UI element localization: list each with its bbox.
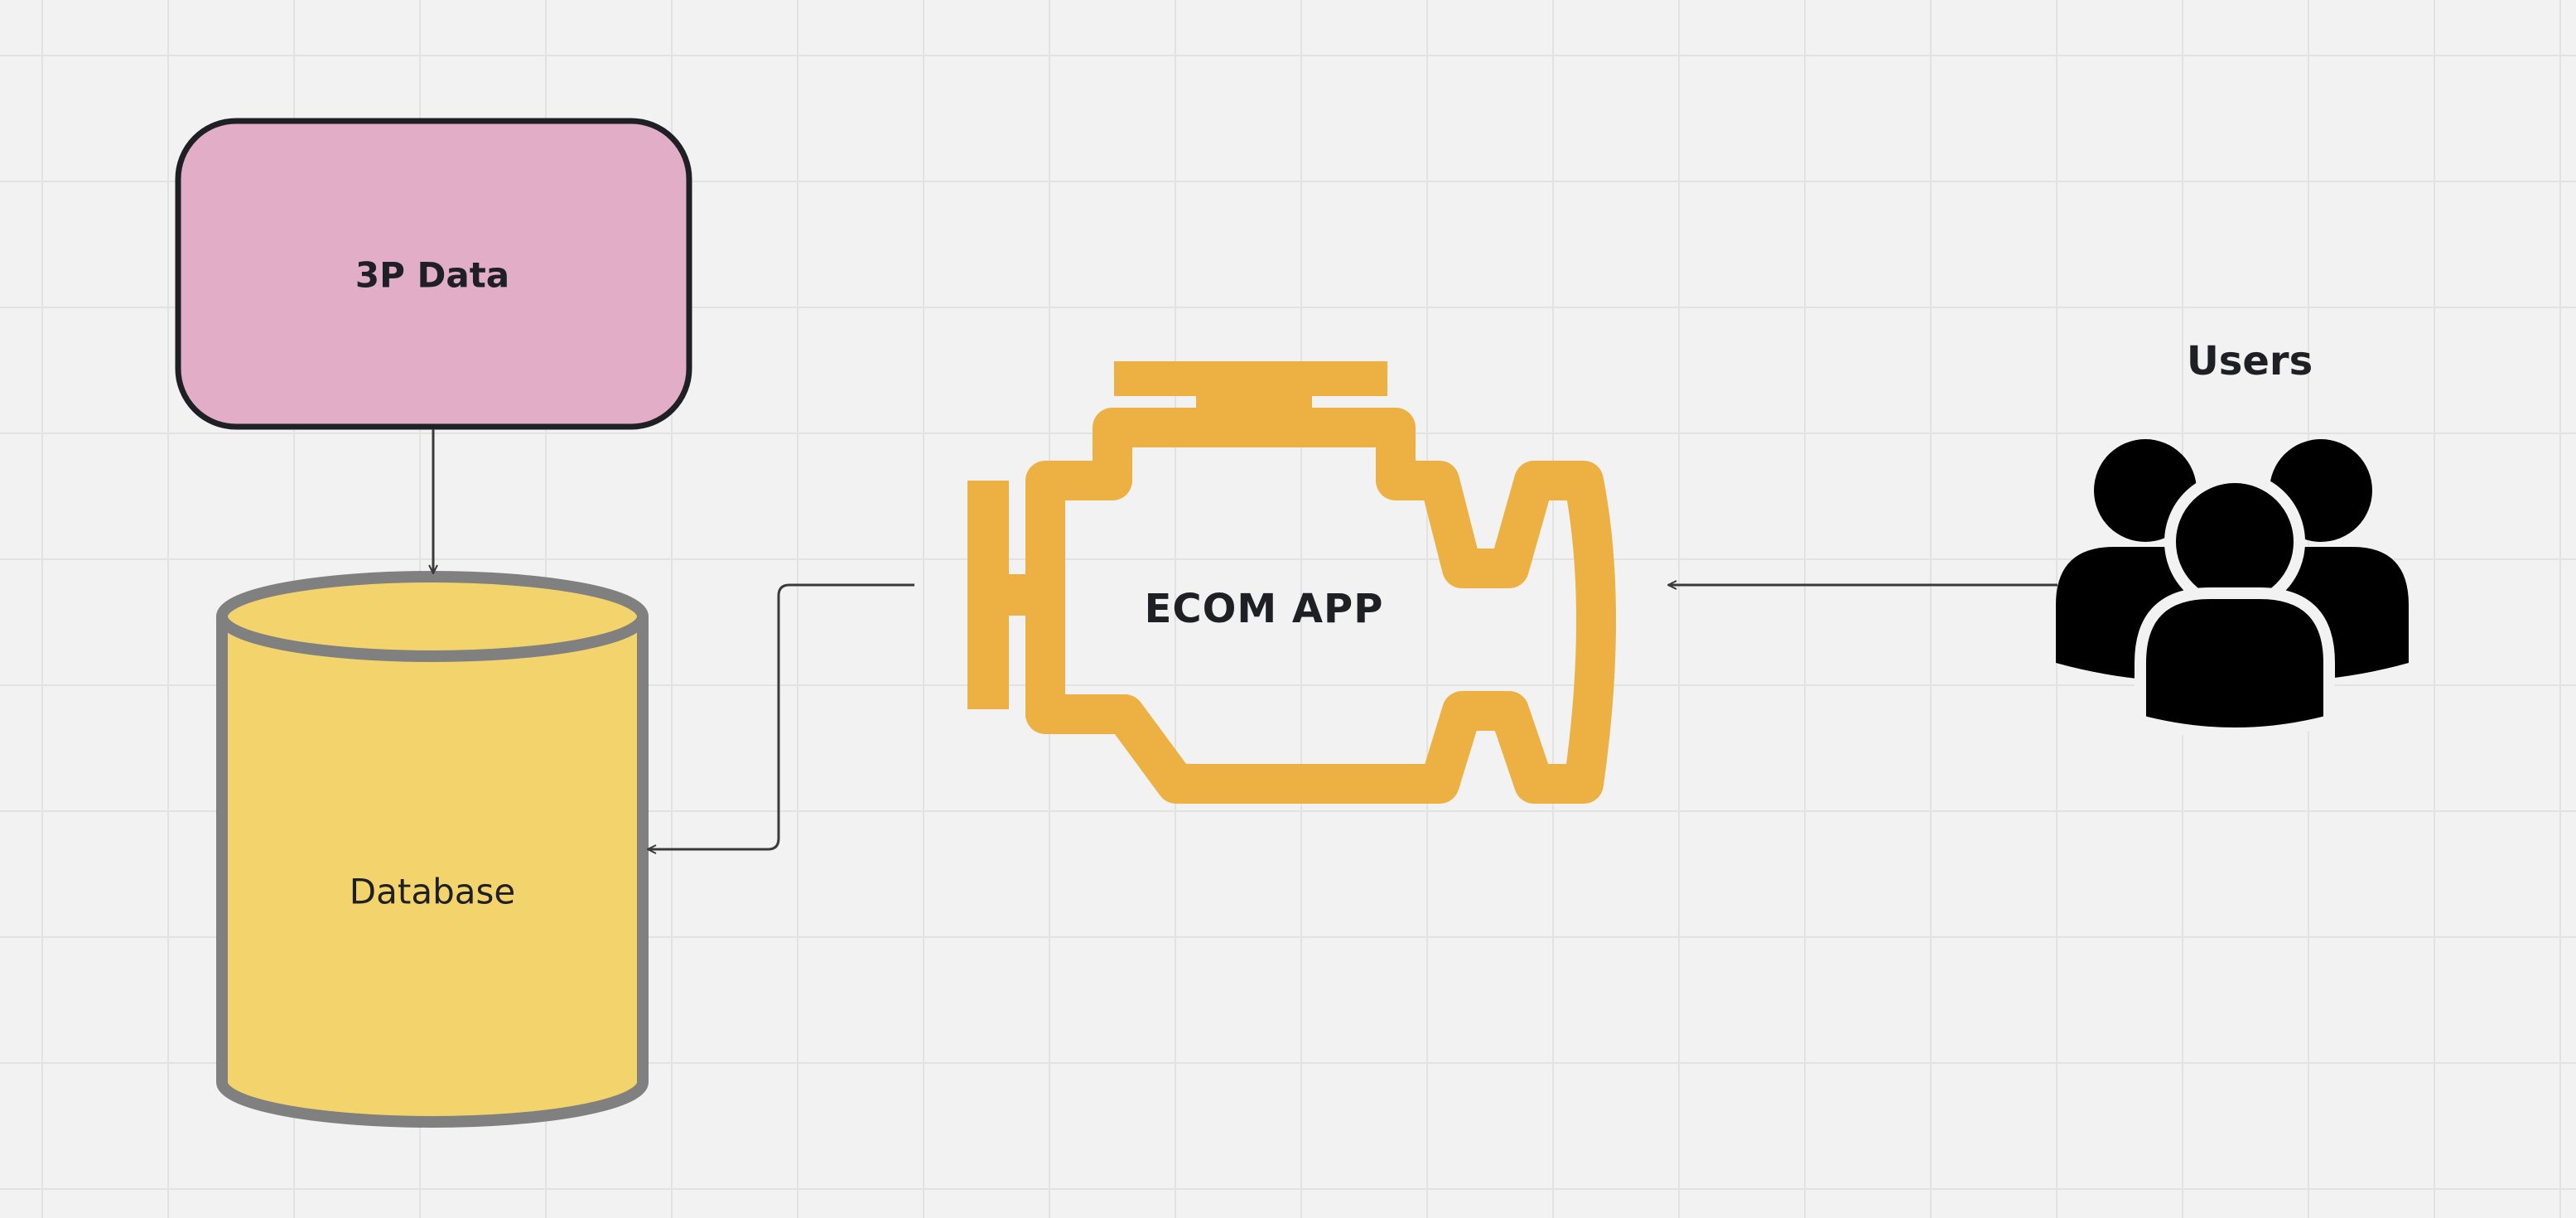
third-party-data-label: 3P Data [355, 254, 510, 296]
database-label: Database [349, 871, 516, 912]
ecom-app-label: ECOM APP [1144, 586, 1384, 632]
engine-icon[interactable] [967, 361, 1616, 804]
connector-app-to-database[interactable] [648, 583, 914, 849]
third-party-data-box[interactable] [175, 118, 692, 430]
database-cylinder[interactable] [216, 571, 649, 1128]
users-label: Users [2186, 338, 2313, 384]
users-group-icon[interactable] [2056, 439, 2409, 739]
